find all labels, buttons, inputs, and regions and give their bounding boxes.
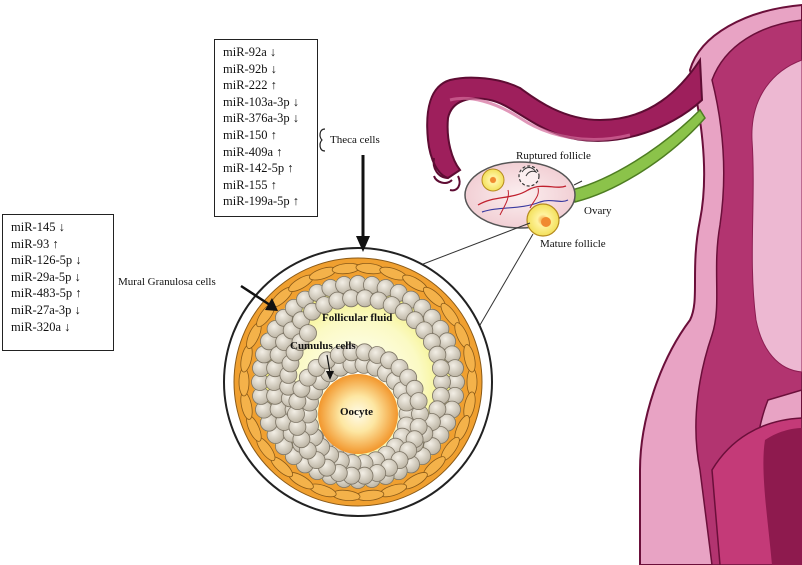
mirna-item: miR-222 ↑ xyxy=(223,78,277,93)
mirna-item: miR-29a-5p ↓ xyxy=(11,269,81,284)
follicle-cross-section xyxy=(223,247,493,517)
granulosa-mirna-box: miR-145 ↓ miR-93 ↑ miR-126-5p ↓miR-29a-5p … xyxy=(2,214,114,351)
zoom-line xyxy=(417,222,531,267)
cumulus-cell xyxy=(409,392,428,411)
mirna-item: miR-92b ↓ xyxy=(223,61,277,76)
cumulus-cells xyxy=(287,343,429,485)
ovary-label: Ovary xyxy=(584,205,612,217)
ovarian-ligament xyxy=(571,108,706,203)
theca-mirna-list: miR-92a ↓ miR-92b ↓ miR-222 ↑miR-103a-3p ↓… xyxy=(223,44,309,210)
fimbriae xyxy=(432,157,461,192)
cumulus-cells-label: Cumulus cells xyxy=(290,340,356,352)
uterus-illustration xyxy=(426,3,802,565)
theca-cells-label: Theca cells xyxy=(330,134,380,146)
granulosa-cell xyxy=(431,359,450,378)
ovary-pointer xyxy=(573,180,583,186)
mature-follicle xyxy=(526,203,560,237)
mirna-item: miR-199a-5p ↑ xyxy=(223,194,300,209)
mirna-item: miR-27a-3p ↓ xyxy=(11,302,81,317)
theca-mirna-box: miR-92a ↓ miR-92b ↓ miR-222 ↑miR-103a-3p ↓… xyxy=(214,39,318,217)
granulosa-arrow xyxy=(240,284,271,307)
ruptured-follicle xyxy=(518,165,540,187)
mural-granulosa-label: Mural Granulosa cells xyxy=(118,276,216,288)
uterus-lumen xyxy=(751,59,802,373)
cumulus-arrow xyxy=(326,354,331,374)
theca-cell xyxy=(463,344,476,373)
cervix-inner xyxy=(763,428,802,565)
theca-bracket xyxy=(319,128,326,152)
follicular-fluid-label: Follicular fluid xyxy=(322,312,393,324)
oocyte-label: Oocyte xyxy=(340,406,373,418)
oocyte xyxy=(318,374,398,454)
mirna-item: miR-92a ↓ xyxy=(223,45,277,59)
mirna-item: miR-93 ↑ xyxy=(11,236,59,251)
ruptured-follicle-label: Ruptured follicle xyxy=(516,150,591,162)
mirna-item: miR-483-5p ↑ xyxy=(11,286,82,301)
mirna-item: miR-376a-3p ↓ xyxy=(223,111,300,126)
mirna-item: miR-150 ↑ xyxy=(223,127,277,142)
mirna-item: miR-145 ↓ xyxy=(11,220,65,234)
mature-follicle-label: Mature follicle xyxy=(540,238,606,250)
mirna-item: miR-155 ↑ xyxy=(223,177,277,192)
mirna-item: miR-103a-3p ↓ xyxy=(223,94,300,109)
mirna-item: miR-320a ↓ xyxy=(11,319,71,334)
theca-cells xyxy=(238,263,478,501)
zoom-line xyxy=(479,233,534,326)
mirna-item: miR-142-5p ↑ xyxy=(223,161,294,176)
granulosa-mirna-list: miR-145 ↓ miR-93 ↑ miR-126-5p ↓miR-29a-5p … xyxy=(11,219,105,335)
mirna-item: miR-126-5p ↓ xyxy=(11,253,82,268)
granulosa-cell xyxy=(299,324,317,343)
ovary xyxy=(464,161,576,237)
mirna-item: miR-409a ↑ xyxy=(223,144,283,159)
